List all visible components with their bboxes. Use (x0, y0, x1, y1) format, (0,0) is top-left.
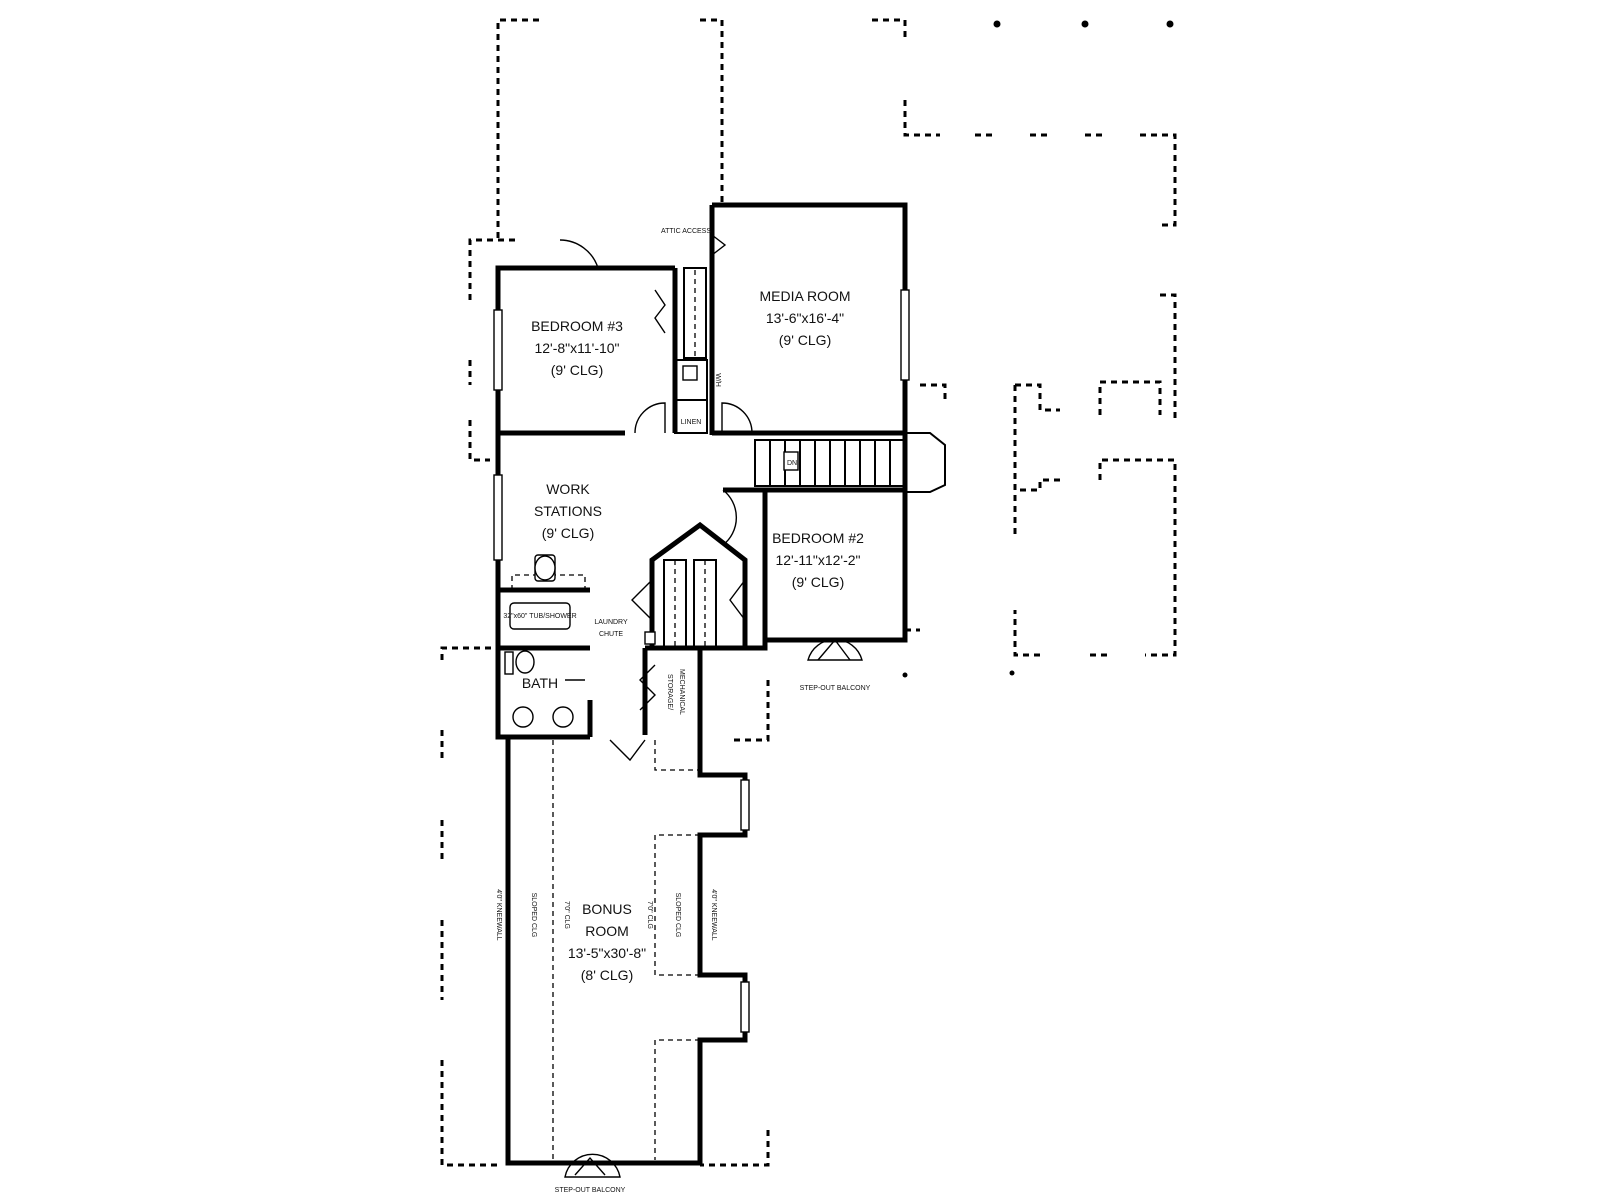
media-room-ceiling: (9' CLG) (779, 332, 831, 348)
attic-access-label: ATTIC ACCESS (661, 228, 711, 235)
bath-name: BATH (522, 675, 558, 691)
bedroom-3-ceiling: (9' CLG) (551, 362, 603, 378)
clg-left-label: 7'0" CLG (563, 901, 570, 929)
work-stations-ceiling: (9' CLG) (542, 525, 594, 541)
water-heater-label: W/H (714, 373, 721, 387)
bedroom-3-name: BEDROOM #3 (531, 318, 623, 334)
clg-right-label: 7'0" CLG (646, 901, 653, 929)
linen-label: LINEN (681, 419, 702, 426)
tub-shower-label: 32"x60" TUB/SHOWER (503, 613, 576, 620)
bath-fixtures (504, 554, 574, 728)
room-work-stations: WORK STATIONS (9' CLG) (534, 481, 602, 541)
work-stations-name-line1: WORK (546, 481, 590, 497)
laundry-chute-label-line1: LAUNDRY (594, 619, 628, 626)
roof-outline-dashed (440, 18, 1177, 1167)
windows (493, 289, 910, 1033)
bonus-room-dims: 13'-5"x30'-8" (568, 945, 646, 961)
bedroom-2-name: BEDROOM #2 (772, 530, 864, 546)
laundry-chute-label-line2: CHUTE (599, 631, 623, 638)
work-stations-name-line2: STATIONS (534, 503, 602, 519)
storage-label-line1: STORAGE/ (666, 674, 673, 710)
sloped-clg-left-label: SLOPED CLG (530, 893, 537, 938)
bonus-room-name-line2: ROOM (585, 923, 629, 939)
stairs (754, 432, 946, 493)
annotations: ATTIC ACCESS LINEN W/H DN LAUNDRY CHUTE … (495, 228, 871, 1194)
balcony-bottom-label: STEP-OUT BALCONY (555, 1187, 626, 1194)
room-bedroom-2: BEDROOM #2 12'-11"x12'-2" (9' CLG) (772, 530, 864, 590)
stairs-down-label: DN (787, 460, 797, 467)
room-bath: BATH (522, 675, 558, 691)
kneewall-right-label: 4'0" KNEEWALL (710, 889, 717, 941)
bonus-room-name-line1: BONUS (582, 901, 632, 917)
storage-label-line2: MECHANICAL (678, 669, 685, 715)
bedroom-2-dims: 12'-11"x12'-2" (775, 552, 860, 568)
balcony-right-label: STEP-OUT BALCONY (800, 685, 871, 692)
sloped-clg-right-label: SLOPED CLG (674, 893, 681, 938)
corner-posts (902, 20, 1174, 678)
kneewall-left-label: 4'0" KNEEWALL (495, 889, 502, 941)
doors (559, 234, 753, 762)
bedroom-2-ceiling: (9' CLG) (792, 574, 844, 590)
room-media: MEDIA ROOM 13'-6"x16'-4" (9' CLG) (759, 288, 850, 348)
closets (644, 267, 717, 649)
room-bedroom-3: BEDROOM #3 12'-8"x11'-10" (9' CLG) (531, 318, 623, 378)
media-room-name: MEDIA ROOM (759, 288, 850, 304)
bedroom-3-dims: 12'-8"x11'-10" (534, 340, 619, 356)
room-bonus: BONUS ROOM 13'-5"x30'-8" (8' CLG) (568, 901, 646, 983)
media-room-dims: 13'-6"x16'-4" (766, 310, 844, 326)
balconies (564, 638, 863, 1178)
bonus-room-ceiling: (8' CLG) (581, 967, 633, 983)
sloped-ceiling-lines (511, 574, 700, 1160)
